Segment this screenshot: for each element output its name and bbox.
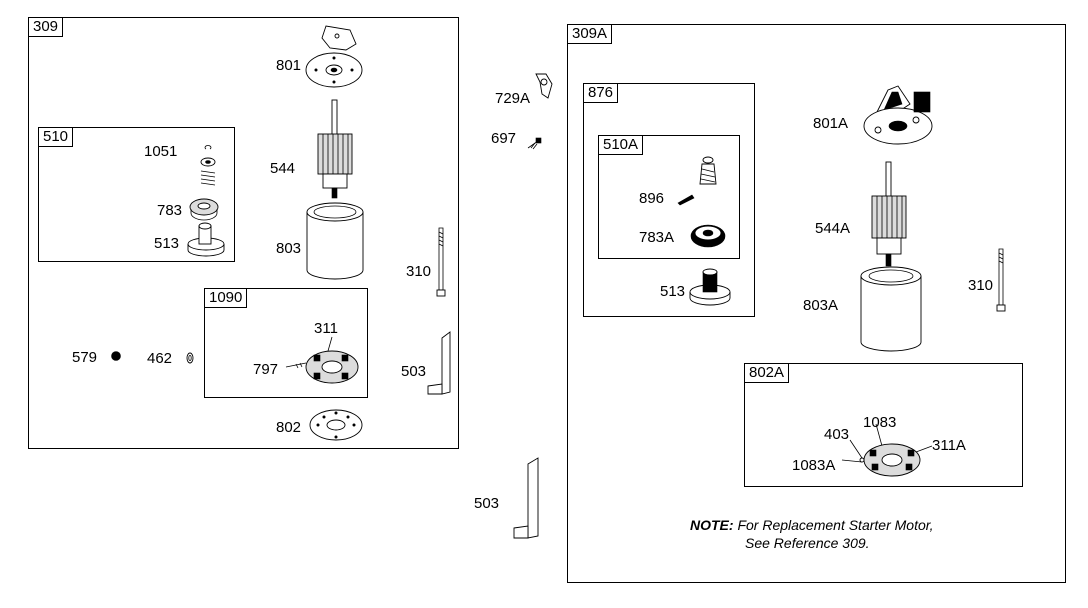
label-544: 544	[270, 160, 296, 177]
label-310: 310	[406, 263, 432, 280]
part-579-drawing	[111, 351, 121, 361]
group-510a-frame: 510A	[598, 135, 740, 259]
part-801-drawing	[305, 25, 363, 88]
part-802a-drawing	[841, 423, 933, 477]
part-544-drawing	[317, 99, 353, 199]
replacement-note: NOTE: For Replacement Starter Motor, See…	[690, 516, 934, 552]
label-513: 513	[154, 235, 180, 252]
group-802a-frame: 802A	[744, 363, 1023, 487]
label-896: 896	[639, 190, 665, 207]
label-311a: 311A	[932, 437, 966, 454]
label-462: 462	[147, 350, 173, 367]
label-801a: 801A	[813, 115, 849, 132]
part-513-drawing	[187, 222, 225, 257]
part-697-drawing	[527, 137, 542, 150]
label-1083a: 1083A	[792, 457, 836, 474]
part-803-drawing	[306, 202, 364, 280]
group-309-tag: 309	[28, 17, 64, 37]
label-697: 697	[491, 130, 517, 147]
label-1051: 1051	[144, 143, 178, 160]
part-513a-drawing	[689, 268, 731, 306]
part-1090-drawing	[285, 336, 359, 384]
part-801a-drawing	[863, 85, 933, 145]
label-503b: 503	[474, 495, 500, 512]
label-803a: 803A	[803, 297, 839, 314]
part-310a-drawing	[996, 248, 1006, 312]
label-1083: 1083	[863, 414, 897, 431]
group-802a-tag: 802A	[744, 363, 790, 383]
label-729a: 729A	[495, 90, 531, 107]
part-503b-drawing	[513, 457, 539, 539]
group-876-tag: 876	[583, 83, 619, 103]
part-462-drawing	[186, 352, 194, 364]
group-510-tag: 510	[38, 127, 74, 147]
part-729a-drawing	[535, 73, 553, 99]
part-310-drawing	[436, 227, 446, 297]
label-801: 801	[276, 57, 302, 74]
label-310a: 310	[968, 277, 994, 294]
note-label: NOTE:	[690, 517, 734, 533]
part-802-drawing	[309, 409, 363, 441]
note-line-2: See Reference 309.	[745, 535, 870, 551]
label-513a: 513	[660, 283, 686, 300]
part-1051-drawing	[200, 145, 216, 186]
part-503-drawing	[427, 331, 451, 395]
part-510a-sleeve-drawing	[699, 156, 717, 185]
part-783-drawing	[189, 198, 219, 221]
label-802: 802	[276, 419, 302, 436]
group-510-frame: 510	[38, 127, 235, 262]
label-803: 803	[276, 240, 302, 257]
group-309a-frame: 309A	[567, 24, 1066, 583]
part-544a-drawing	[871, 161, 907, 267]
group-510a-tag: 510A	[598, 135, 644, 155]
note-line-1: For Replacement Starter Motor,	[733, 517, 934, 533]
group-309-frame: 309	[28, 17, 459, 449]
label-544a: 544A	[815, 220, 851, 237]
part-896-drawing	[677, 194, 695, 206]
label-311: 311	[314, 320, 338, 337]
label-403: 403	[824, 426, 850, 443]
label-579: 579	[72, 349, 98, 366]
group-309a-tag: 309A	[567, 24, 613, 44]
label-783a: 783A	[639, 229, 675, 246]
label-503: 503	[401, 363, 427, 380]
group-1090-tag: 1090	[204, 288, 248, 308]
part-783a-drawing	[690, 224, 726, 248]
group-876-frame: 876	[583, 83, 755, 317]
group-1090-frame: 1090	[204, 288, 368, 398]
part-803a-drawing	[860, 266, 922, 352]
label-783: 783	[157, 202, 183, 219]
label-797: 797	[253, 361, 279, 378]
